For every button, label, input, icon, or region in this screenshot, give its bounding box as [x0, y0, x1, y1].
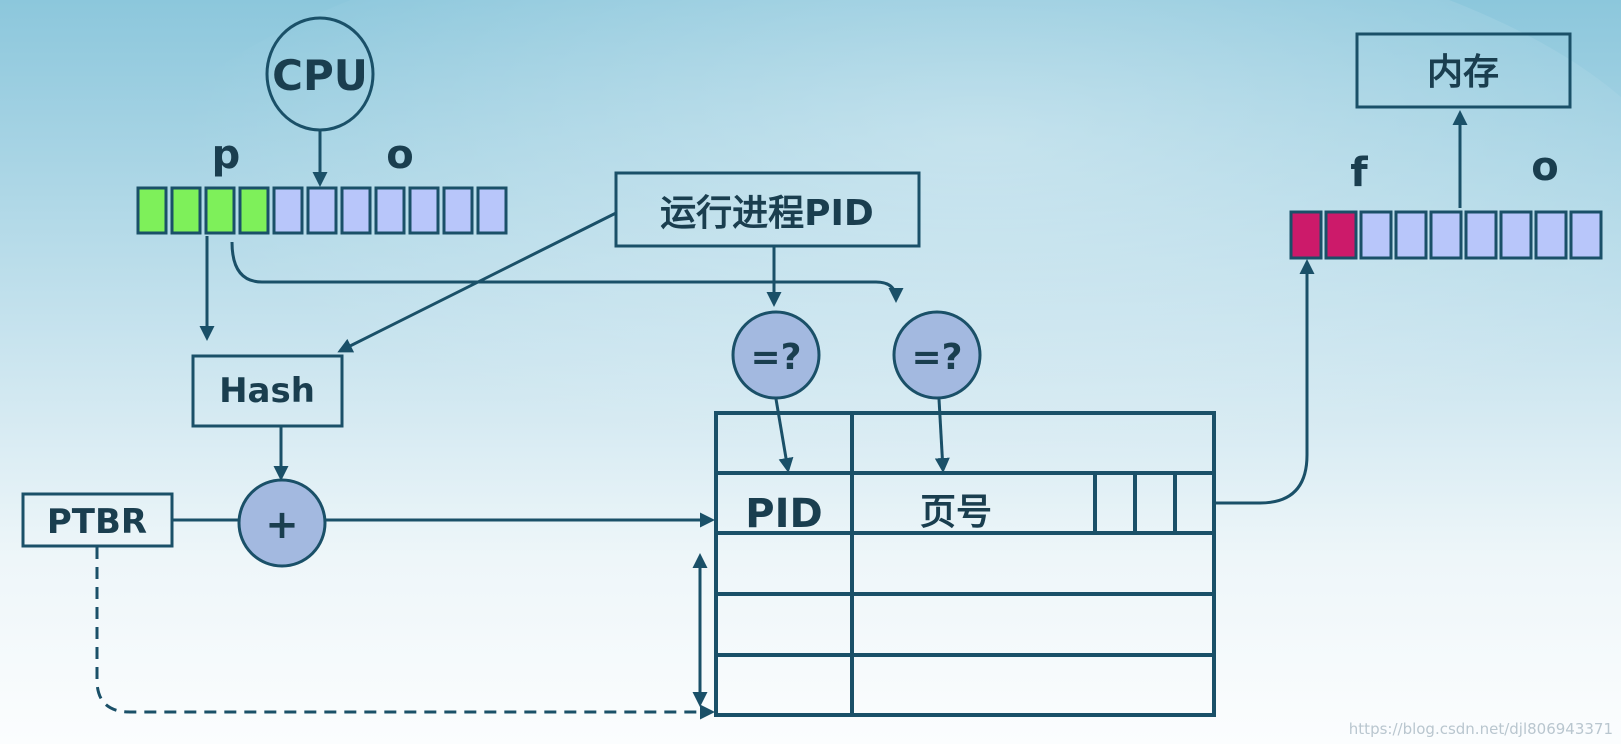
adder-label: +: [265, 502, 299, 548]
address-bit: [1569, 210, 1603, 260]
background-glow: [100, 0, 1621, 570]
memory-label: 内存: [1427, 52, 1499, 93]
hash-box: [191, 354, 344, 428]
address-bit: [238, 186, 270, 235]
address-bit: [1499, 210, 1533, 260]
pid-compare-node: [731, 310, 821, 400]
address-bit: [136, 186, 168, 235]
address-bit: [1464, 210, 1498, 260]
address-bit: [408, 186, 440, 235]
pid-column-label: PID: [745, 491, 822, 537]
page-compare-label: =?: [911, 337, 962, 378]
running-pid-box: [614, 171, 921, 248]
pid-compare-label: =?: [750, 337, 801, 378]
adder-node: [237, 478, 327, 568]
address-bit: [340, 186, 372, 235]
memory-box: [1355, 32, 1572, 109]
p-to-page-compare-arrow: [230, 241, 904, 303]
ptbr-label: PTBR: [47, 502, 147, 542]
address-bit: [1289, 210, 1323, 260]
address-bit: [272, 186, 304, 235]
page-number-label-p: p: [212, 132, 241, 178]
address-bit: [170, 186, 202, 235]
address-bit: [1359, 210, 1393, 260]
page-number-column-label: 页号: [920, 492, 992, 533]
address-bit: [1429, 210, 1463, 260]
ptbr-table-start-dashed-arrow: [95, 547, 715, 720]
inverted-page-table: PID 页号: [714, 411, 1216, 717]
table-outline: [714, 411, 1216, 717]
frame-number-label-f: f: [1350, 150, 1368, 196]
page-compare-to-entry-arrow: [934, 398, 950, 473]
cpu-label: CPU: [272, 51, 368, 100]
address-bit: [374, 186, 406, 235]
offset-label-o-right: o: [1531, 144, 1558, 190]
running-pid-label: 运行进程PID: [660, 193, 874, 234]
address-bit: [1394, 210, 1428, 260]
hash-label: Hash: [219, 371, 315, 411]
address-bit: [442, 186, 474, 235]
address-bit: [1324, 210, 1358, 260]
physical-address-register: [1289, 210, 1603, 260]
address-bit: [306, 186, 338, 235]
offset-label-o-left: o: [386, 132, 413, 178]
logical-address-register: [136, 186, 508, 235]
entry-to-frame-arrow: [1214, 259, 1315, 505]
watermark: https://blog.csdn.net/djl806943371: [1348, 720, 1613, 738]
address-bit: [204, 186, 236, 235]
running-pid-to-hash-arrow: [337, 211, 617, 353]
page-compare-node: [892, 310, 982, 400]
address-bit: [476, 186, 508, 235]
pid-compare-to-entry-arrow: [774, 398, 794, 473]
address-bit: [1534, 210, 1568, 260]
